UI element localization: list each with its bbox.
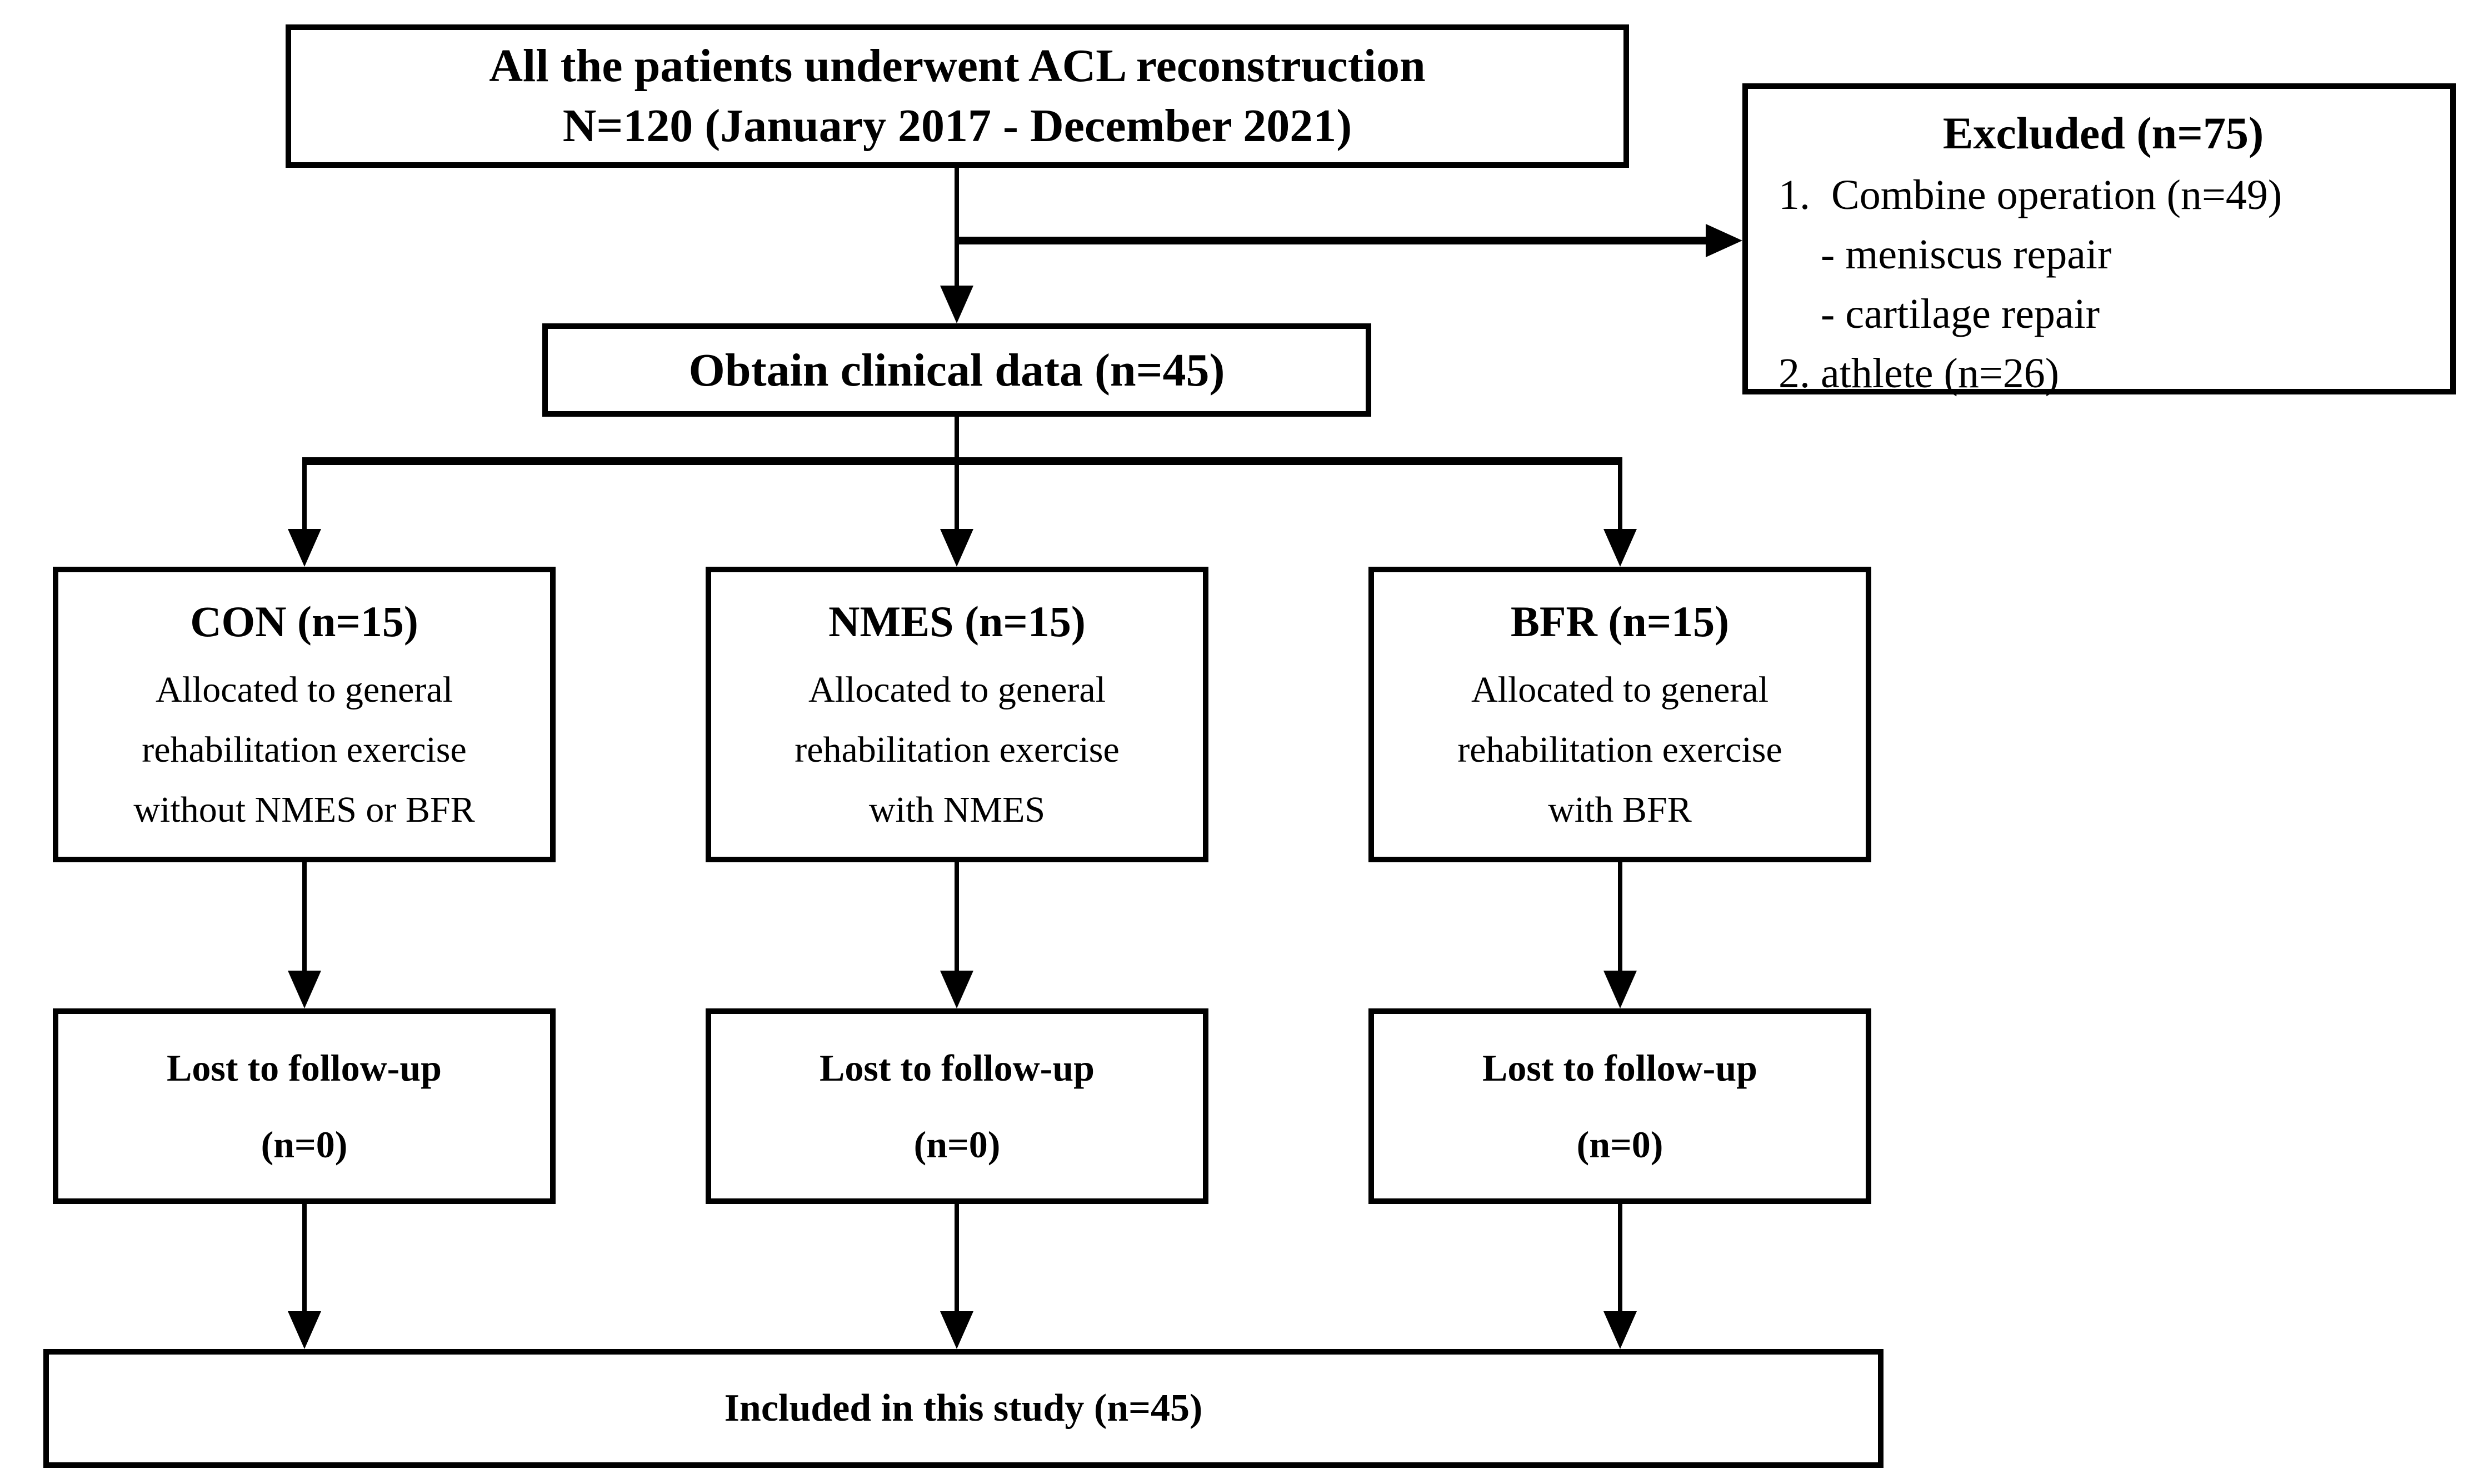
connector-to-excluded-line [955,237,1708,244]
branch-right-line [1618,458,1622,532]
connector-bfr-to-lost-line [1618,860,1622,973]
excluded-subitem-cartilage: - cartilage repair [1778,291,2100,337]
included-box: Included in this study (n=45) [43,1349,1884,1468]
bfr-group-body-line2: rehabilitation exercise [1457,729,1782,770]
nmes-lost-box: Lost to follow-up (n=0) [706,1008,1208,1204]
con-group-body-line2: rehabilitation exercise [142,729,467,770]
branch-left-line [302,458,307,532]
arrow-down-icon [940,286,973,323]
arrow-down-icon [940,1311,973,1349]
con-lost-title: Lost to follow-up [167,1047,442,1090]
nmes-group-body-line3: with NMES [868,790,1046,830]
excluded-subitem-meniscus: - meniscus repair [1778,231,2112,278]
excluded-item-1: 1. Combine operation (n=49) [1778,172,2282,218]
connector-bfr-lost-to-included-line [1618,1202,1622,1312]
bfr-group-body-line3: with BFR [1548,790,1692,830]
con-lost-box: Lost to follow-up (n=0) [53,1008,556,1204]
bfr-group-box: BFR (n=15) Allocated to general rehabili… [1368,567,1871,862]
nmes-group-title: NMES (n=15) [828,597,1086,646]
obtain-label: Obtain clinical data (n=45) [688,344,1225,396]
connector-obtain-to-branch-line [955,414,959,466]
connector-con-to-lost-line [302,860,307,973]
arrow-right-icon [1706,224,1742,257]
con-group-box: CON (n=15) Allocated to general rehabili… [53,567,556,862]
nmes-lost-count: (n=0) [913,1123,1001,1166]
con-group-body-line1: Allocated to general [155,669,453,710]
connector-nmes-lost-to-included-line [955,1202,959,1312]
arrow-down-icon [1603,529,1637,567]
bfr-lost-count: (n=0) [1576,1123,1663,1166]
arrow-down-icon [288,971,321,1008]
excluded-box: Excluded (n=75) 1. Combine operation (n=… [1742,83,2456,397]
arrow-down-icon [288,529,321,567]
arrow-down-icon [1603,1311,1637,1349]
obtain-box: Obtain clinical data (n=45) [542,323,1371,417]
bfr-group-title: BFR (n=15) [1510,597,1730,646]
connector-top-to-obtain-line [955,167,959,290]
bfr-lost-box: Lost to follow-up (n=0) [1368,1008,1871,1204]
bfr-group-body-line1: Allocated to general [1471,669,1769,710]
top-box: All the patients underwent ACL reconstru… [286,24,1629,168]
branch-horizontal-line [302,457,1622,465]
connector-con-lost-to-included-line [302,1202,307,1312]
con-group-body-line3: without NMES or BFR [133,790,475,830]
branch-middle-line [955,458,959,532]
nmes-group-box: NMES (n=15) Allocated to general rehabil… [706,567,1208,862]
bfr-lost-title: Lost to follow-up [1482,1047,1757,1090]
arrow-down-icon [940,971,973,1008]
included-label: Included in this study (n=45) [724,1387,1203,1430]
nmes-lost-title: Lost to follow-up [820,1047,1095,1090]
con-lost-count: (n=0) [261,1123,348,1166]
arrow-down-icon [1603,971,1637,1008]
top-box-line1: All the patients underwent ACL reconstru… [489,40,1426,92]
con-group-title: CON (n=15) [190,597,418,646]
top-box-line2: N=120 (January 2017 - December 2021) [562,100,1352,152]
nmes-group-body-line2: rehabilitation exercise [795,729,1120,770]
connector-nmes-to-lost-line [955,860,959,973]
excluded-item-2: 2. athlete (n=26) [1778,350,2060,397]
nmes-group-body-line1: Allocated to general [808,669,1106,710]
arrow-down-icon [940,529,973,567]
excluded-title: Excluded (n=75) [1942,108,2264,158]
arrow-down-icon [288,1311,321,1349]
